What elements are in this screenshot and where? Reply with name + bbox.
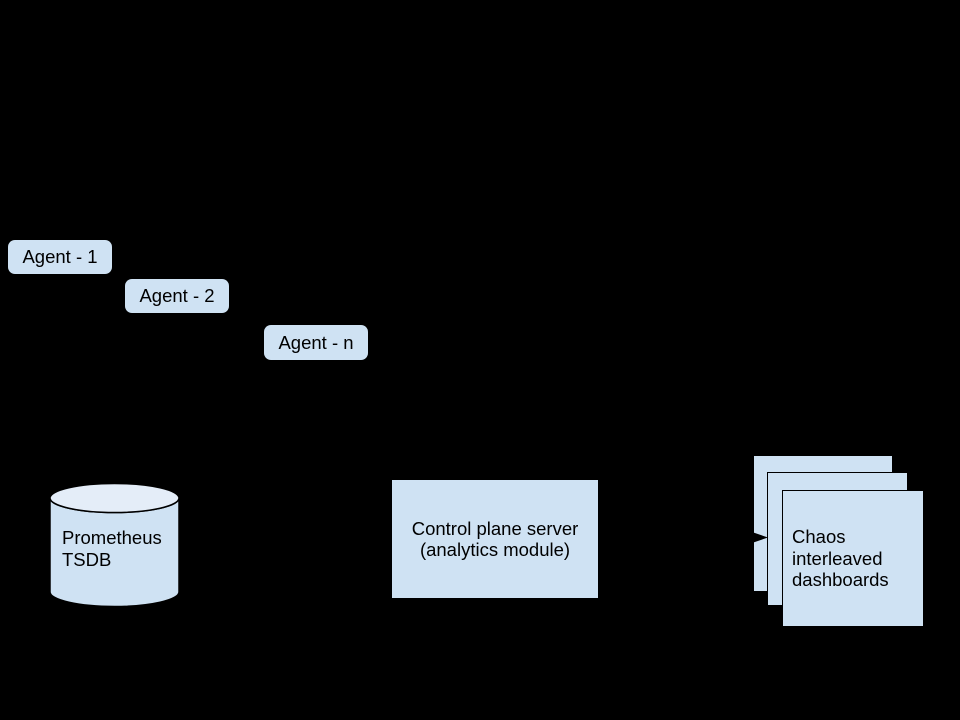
prometheus-tsdb-cylinder [49,482,180,608]
control-plane-label-line1: Control plane server [411,517,579,539]
arrowhead-icon [749,531,768,544]
dashboards-label-line2: interleaved [792,547,883,569]
agent-2-label: Agent - 2 [139,285,215,306]
cylinder-shape [49,482,180,608]
prometheus-label-line1: Prometheus [62,527,162,548]
dashboards-label-line3: dashboards [792,569,889,591]
prometheus-tsdb-label: Prometheus TSDB [62,527,162,570]
control-plane-label-line2: (analytics module) [419,539,571,560]
agent-n-node: Agent - n [264,325,368,360]
arrow-control-plane-to-dashboards [598,531,768,544]
dashboards-label-line1: Chaos [792,526,846,548]
cylinder-top [49,482,180,514]
agent-1-node: Agent - 1 [8,240,112,274]
prometheus-label-line2: TSDB [62,548,112,570]
control-plane-server-node: Control plane server (analytics module) [392,480,598,598]
agent-1-label: Agent - 1 [22,246,98,267]
dashboard-card-front: Chaos interleaved dashboards [782,490,924,627]
agent-n-label: Agent - n [278,331,354,353]
agent-2-node: Agent - 2 [125,279,229,313]
